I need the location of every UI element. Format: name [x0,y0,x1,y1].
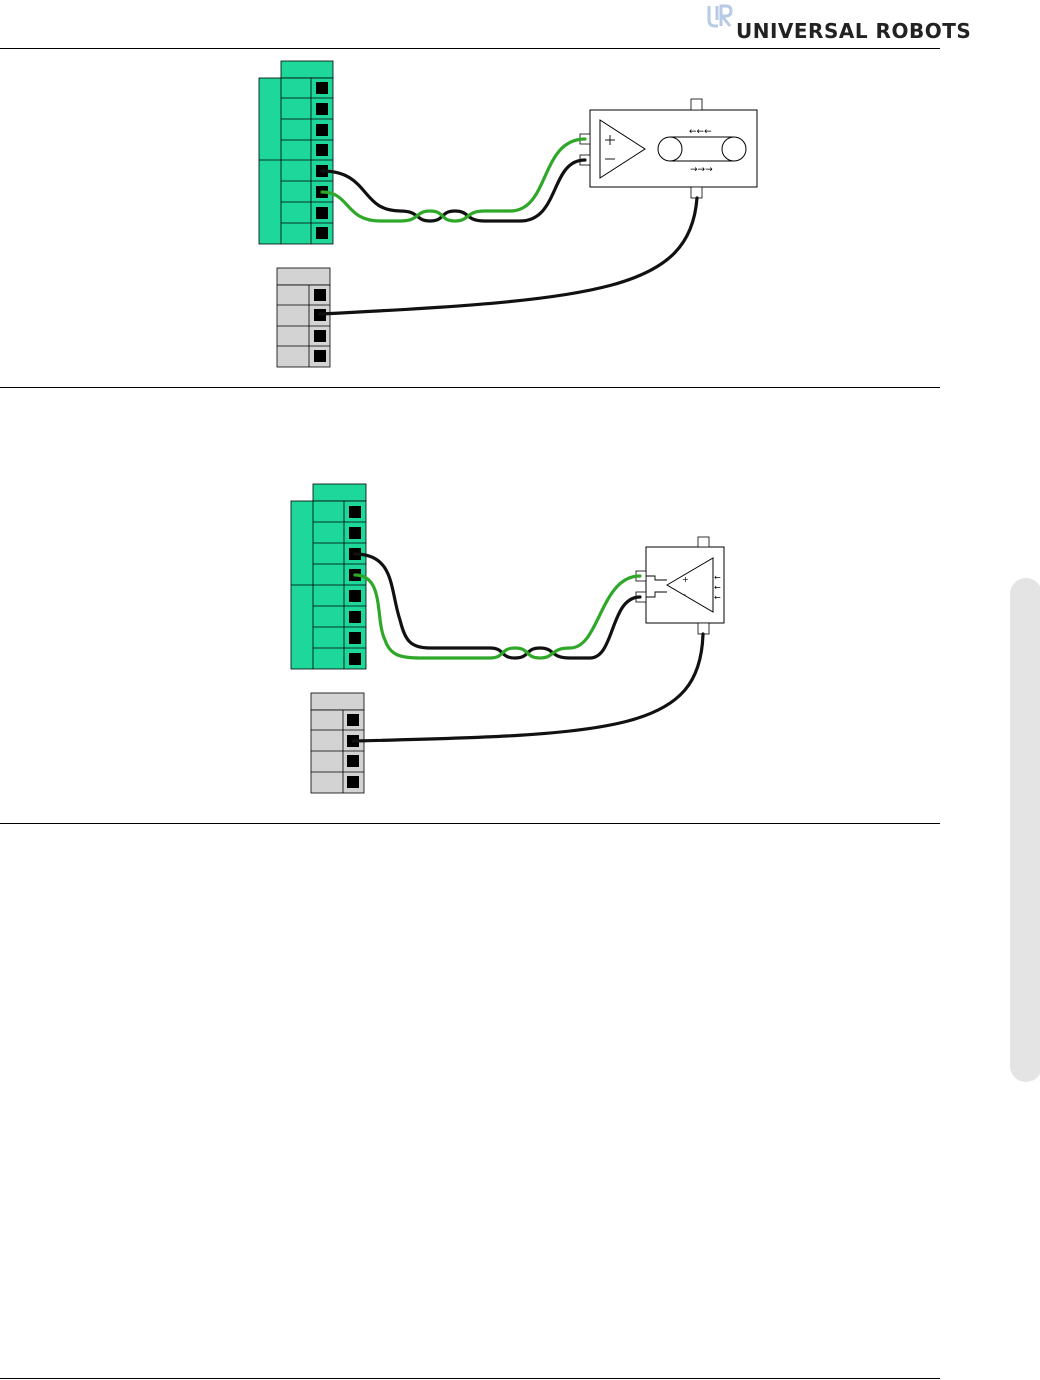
terminal-screw [349,611,361,623]
terminal-screw [349,653,361,665]
svg-text:-: - [683,590,686,599]
svg-text:+: + [682,575,689,584]
svg-text:←: ← [714,573,721,582]
terminal-screw [349,590,361,602]
terminal-screw [347,755,359,767]
gray-terminal-block-2 [311,693,364,793]
terminal-screw [347,714,359,726]
encoder-device-2: + - ← ← ← [636,537,724,634]
terminal-screw [349,632,361,644]
terminal-screw [347,776,359,788]
terminal-screw [349,506,361,518]
svg-text:←: ← [714,583,721,592]
terminal-screw [349,527,361,539]
svg-text:←: ← [714,593,721,602]
